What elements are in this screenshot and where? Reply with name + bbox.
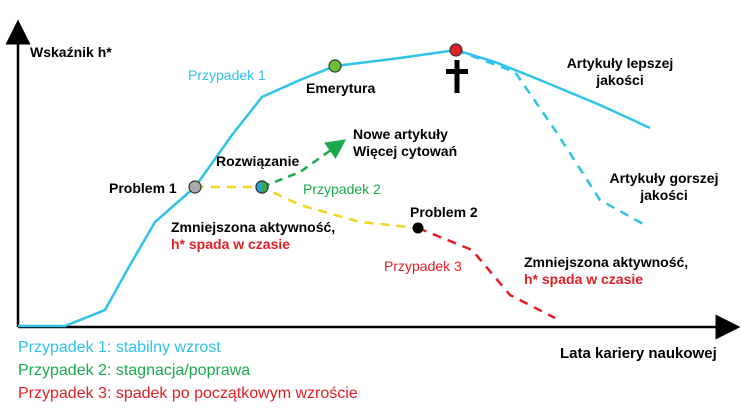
y-axis-label: Wskaźnik h* — [30, 44, 112, 60]
case3-label: Przypadek 3 — [384, 258, 462, 274]
new-articles-line1: Nowe artykuły — [353, 126, 448, 142]
death-point — [449, 43, 463, 57]
case1-label: Przypadek 1 — [188, 67, 266, 83]
better-articles-label: Artykuły lepszej jakości — [563, 55, 677, 89]
worse-articles-line1: Artykuły gorszej — [609, 170, 719, 186]
emeritus-point — [328, 59, 342, 73]
better-articles-line2: jakości — [596, 72, 644, 88]
case2-line — [261, 139, 347, 189]
case2-label: Przypadek 2 — [303, 181, 381, 197]
reduced-activity-b: Zmniejszona aktywność, h* spada w czasie — [524, 254, 688, 288]
case1-line — [18, 48, 651, 328]
better-articles-line1: Artykuły lepszej — [566, 55, 674, 71]
worse-articles-label: Artykuły gorszej jakości — [607, 170, 721, 204]
problem1-point — [188, 180, 202, 194]
reduced-activity-b-line1: Zmniejszona aktywność, — [524, 254, 689, 270]
new-articles-line2: Więcej cytowań — [353, 143, 458, 159]
case1-worse-line — [455, 48, 646, 227]
legend-case2: Przypadek 2: stagnacja/poprawa — [18, 362, 251, 379]
solution-label: Rozwiązanie — [216, 153, 300, 169]
reduced-activity-a: Zmniejszona aktywność, h* spada w czasie — [171, 219, 335, 253]
cross-icon — [446, 60, 468, 93]
problem1-label: Problem 1 — [109, 180, 177, 196]
new-articles-label: Nowe artykuły Więcej cytowań — [353, 126, 457, 160]
legend-case3: Przypadek 3: spadek po początkowym wzroś… — [18, 385, 358, 402]
reduced-activity-a-line2: h* spada w czasie — [171, 236, 291, 252]
reduced-activity-a-line1: Zmniejszona aktywność, — [171, 219, 336, 235]
x-axis-label: Lata kariery naukowej — [560, 345, 717, 362]
reduced-activity-b-line2: h* spada w czasie — [524, 271, 644, 287]
problem2-point — [412, 222, 424, 234]
worse-articles-line2: jakości — [640, 187, 688, 203]
case3-line — [417, 226, 556, 320]
solution-point — [255, 180, 269, 194]
emeritus-label: Emerytura — [306, 80, 376, 96]
legend-case1: Przypadek 1: stabilny wzrost — [18, 339, 221, 356]
problem2-label: Problem 2 — [410, 204, 478, 220]
